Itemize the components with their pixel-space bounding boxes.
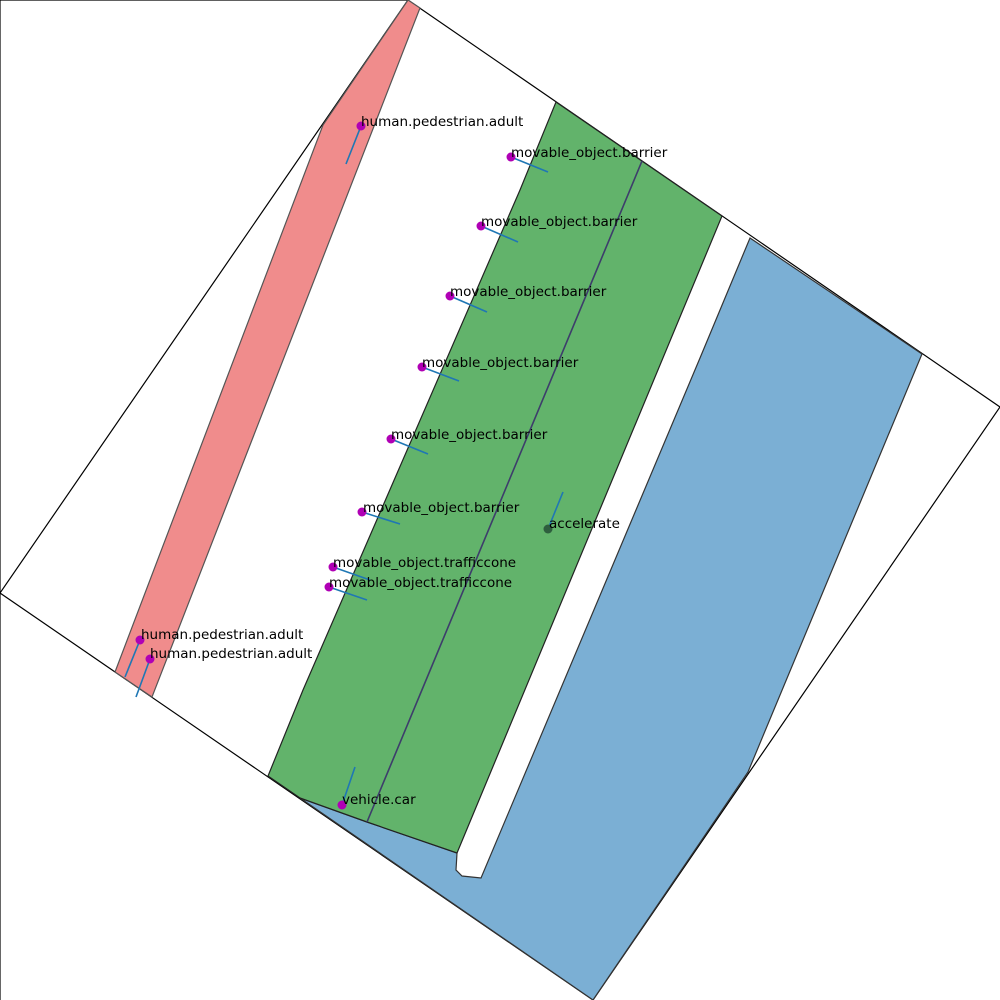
agent-label: movable_object.trafficcone: [333, 555, 516, 571]
heading-line: [421, 366, 460, 382]
agent-label: human.pedestrian.adult: [361, 114, 523, 130]
heading-line: [332, 566, 371, 581]
heading-line: [510, 156, 549, 173]
agent-label: movable_object.barrier: [481, 214, 638, 230]
agent: movable_object.barrier: [476, 214, 638, 243]
agent-marker: [386, 434, 396, 444]
agent-label: human.pedestrian.adult: [150, 646, 312, 662]
agent: human.pedestrian.adult: [135, 646, 312, 698]
agent-label: vehicle.car: [342, 792, 416, 808]
ego-action-label: accelerate: [549, 516, 620, 532]
agent-label: movable_object.barrier: [511, 145, 668, 161]
heading-line: [361, 511, 401, 525]
ego-vehicle: accelerate: [543, 491, 620, 534]
agent-marker: [445, 291, 455, 301]
agent-label: movable_object.barrier: [363, 500, 520, 516]
agent-marker: [506, 152, 516, 162]
agent: movable_object.trafficcone: [328, 555, 516, 581]
agent: human.pedestrian.adult: [124, 627, 303, 678]
ego-heading-line: [547, 491, 564, 530]
agent: movable_object.barrier: [506, 145, 668, 173]
agent-label: movable_object.barrier: [422, 355, 579, 371]
heading-line: [135, 658, 151, 698]
lane-divider: [366, 160, 643, 823]
agent-marker: [417, 362, 427, 372]
walkway-area: [114, 0, 421, 698]
heading-line: [341, 766, 356, 806]
heading-line: [328, 586, 368, 601]
agent: vehicle.car: [337, 766, 416, 810]
ego-marker: [543, 524, 553, 534]
agent: movable_object.barrier: [386, 427, 548, 455]
agent-marker: [356, 121, 366, 131]
heading-line: [124, 639, 141, 678]
agent-marker: [145, 654, 155, 664]
agent-marker: [135, 635, 145, 645]
agent: movable_object.barrier: [357, 500, 520, 525]
agent-marker: [337, 800, 347, 810]
agent-label: movable_object.trafficcone: [329, 575, 512, 591]
agent: movable_object.trafficcone: [324, 575, 512, 601]
agent: movable_object.barrier: [445, 284, 607, 313]
lane-area: [267, 101, 723, 854]
agent-marker: [324, 582, 334, 592]
agent-label: movable_object.barrier: [450, 284, 607, 300]
heading-line: [449, 295, 488, 313]
agent-marker: [476, 221, 486, 231]
heading-line: [480, 225, 519, 243]
agent-marker: [328, 562, 338, 572]
heading-line: [390, 438, 429, 455]
agent-marker: [357, 507, 367, 517]
agent-label: human.pedestrian.adult: [141, 627, 303, 643]
heading-line: [345, 125, 362, 165]
agent: human.pedestrian.adult: [345, 114, 523, 165]
agent-label: movable_object.barrier: [391, 427, 548, 443]
agent: movable_object.barrier: [417, 355, 579, 382]
